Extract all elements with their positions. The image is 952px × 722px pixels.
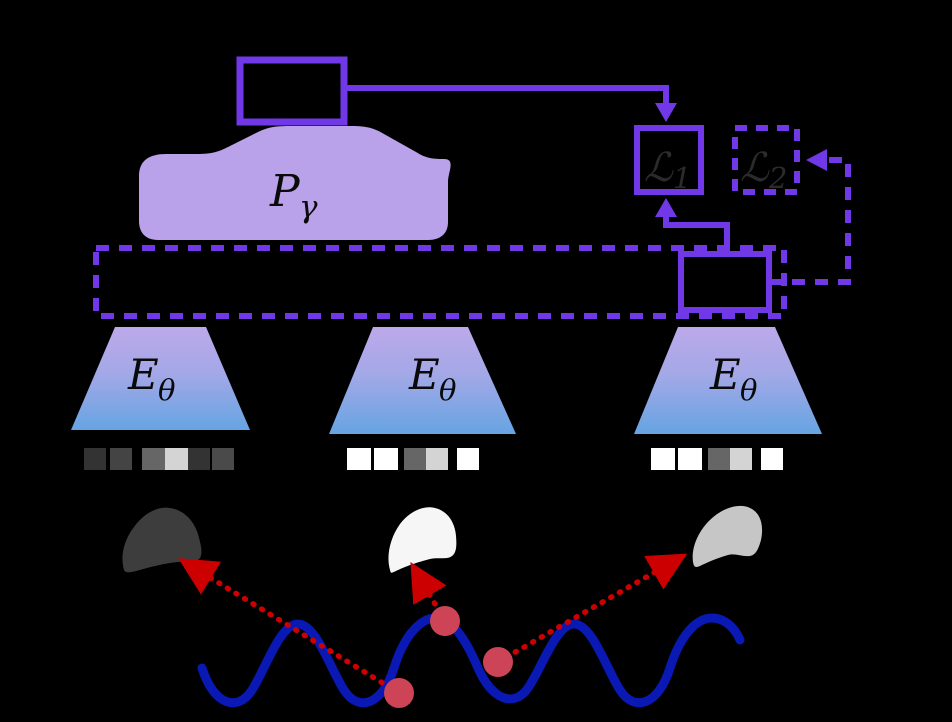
prompt-distribution-label: P (269, 166, 301, 217)
loss-two-label: ℒ (740, 145, 770, 191)
encoder-left[interactable] (71, 327, 250, 430)
source-box[interactable] (236, 56, 348, 126)
encoder-right[interactable] (634, 327, 822, 434)
encoder-middle-subscript: θ (439, 373, 456, 407)
loss-landscape-curve (197, 613, 745, 708)
loss-two-subscript: 2 (768, 161, 787, 195)
loss-one[interactable] (634, 125, 704, 195)
encoder-right-label: E (709, 350, 741, 399)
patch-row-right (651, 448, 783, 470)
blob-light-gray (692, 505, 763, 567)
prompt-distribution-subscript: γ (299, 189, 318, 225)
patch-row-left (84, 448, 234, 470)
blob-dark (122, 507, 202, 573)
loss-one-label: ℒ (644, 145, 674, 191)
marker-middle[interactable] (430, 606, 460, 636)
patch-row-middle (347, 448, 479, 470)
encoder-left-label: E (127, 350, 159, 399)
arrow-right (495, 553, 688, 665)
prompt-distribution[interactable] (139, 126, 451, 240)
blob-white (388, 507, 457, 573)
arrow-left (178, 558, 402, 696)
encoder-left-subscript: θ (158, 373, 175, 407)
connector-target-to-loss1 (655, 198, 730, 254)
loss-one-subscript: 1 (673, 161, 691, 195)
encoder-middle[interactable] (329, 327, 516, 434)
marker-right[interactable] (483, 647, 513, 677)
dashed-region[interactable] (93, 245, 787, 319)
marker-left[interactable] (384, 678, 414, 708)
connector-target-to-loss2 (769, 149, 851, 285)
connector-source-to-loss1 (344, 85, 677, 122)
encoder-right-subscript: θ (740, 373, 757, 407)
target-box[interactable] (678, 251, 772, 313)
loss-two[interactable] (732, 125, 800, 195)
encoder-middle-label: E (408, 350, 440, 399)
